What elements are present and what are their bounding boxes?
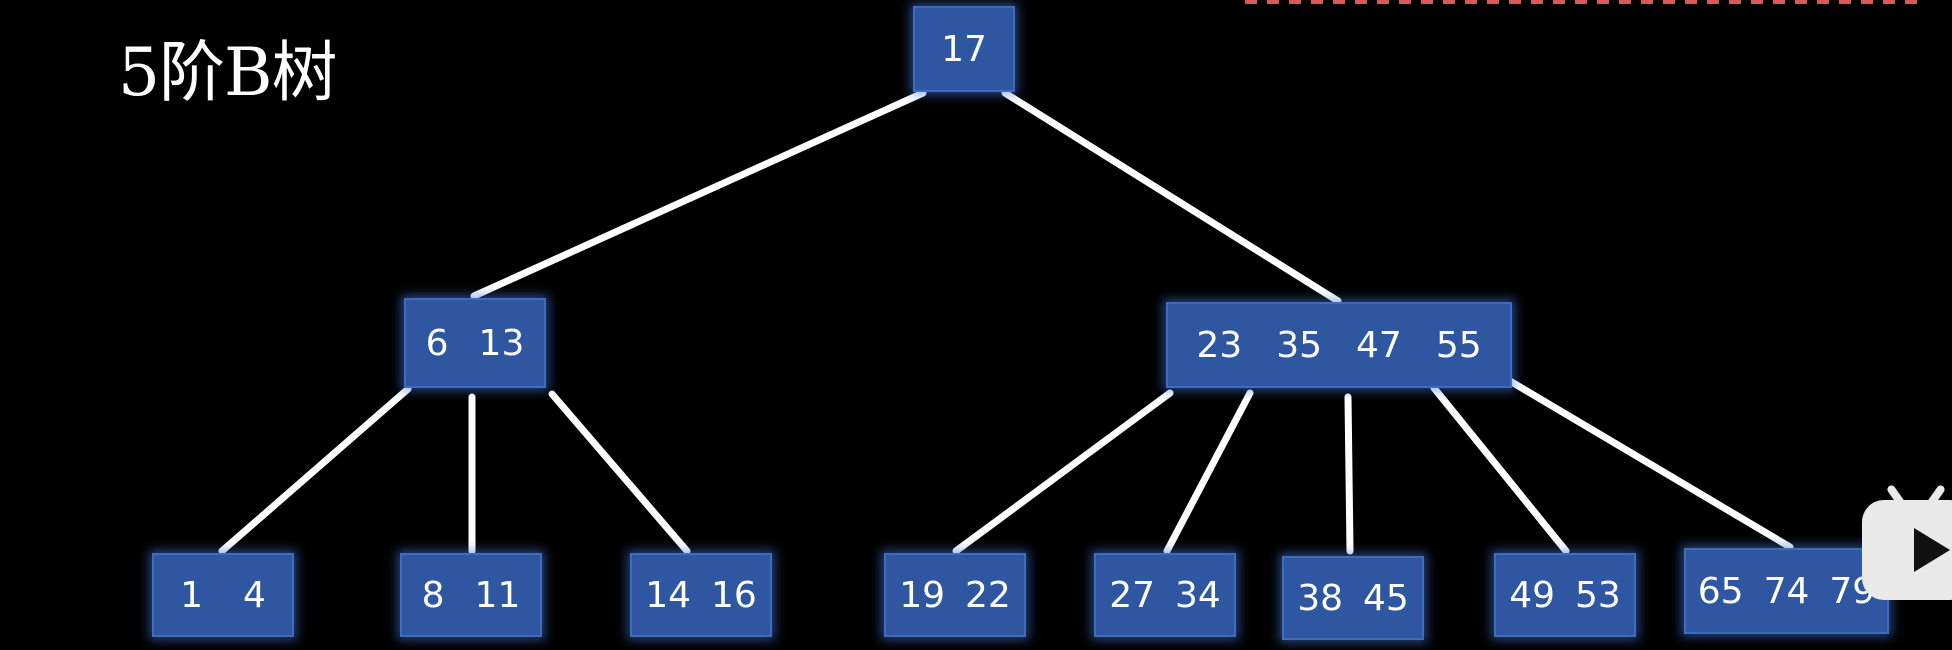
bilibili-play-icon[interactable] <box>1862 483 1952 600</box>
edge-6-13-to-1-4 <box>218 385 412 555</box>
node-key: 34 <box>1175 574 1221 616</box>
edge-23-55-to-65-79 <box>1506 377 1794 551</box>
node-key: 74 <box>1763 570 1810 612</box>
node-key: 14 <box>645 574 691 616</box>
node-key: 1 <box>180 574 203 616</box>
leaf-node-8-11: 8 11 <box>400 553 542 637</box>
node-key: 6 <box>425 322 449 364</box>
edge-23-55-to-19-22 <box>952 389 1174 555</box>
leaf-node-65-74-79: 65 74 79 <box>1684 548 1889 634</box>
leaf-node-38-45: 38 45 <box>1282 556 1424 640</box>
node-key: 35 <box>1276 324 1322 366</box>
node-key: 13 <box>478 322 525 364</box>
node-key: 17 <box>941 28 987 70</box>
node-key: 16 <box>711 574 757 616</box>
edge-23-55-to-38-45 <box>1344 393 1354 555</box>
node-key: 23 <box>1196 324 1243 366</box>
edge-root-left <box>470 89 927 300</box>
node-key: 22 <box>965 574 1011 616</box>
leaf-node-1-4: 1 4 <box>152 553 294 637</box>
node-key: 27 <box>1109 574 1155 616</box>
root-node-17: 17 <box>913 6 1015 92</box>
edge-23-55-to-27-34 <box>1163 389 1254 555</box>
leaf-node-14-16: 14 16 <box>630 553 772 637</box>
node-key: 65 <box>1697 570 1744 612</box>
leaf-node-19-22: 19 22 <box>884 553 1026 637</box>
node-key: 55 <box>1435 324 1482 366</box>
play-triangle-icon <box>1914 528 1950 572</box>
node-key: 45 <box>1363 577 1409 619</box>
node-key: 47 <box>1356 324 1402 366</box>
node-key: 8 <box>421 574 445 616</box>
edge-root-right <box>1001 89 1342 305</box>
internal-node-23-35-47-55: 23 35 47 55 <box>1166 302 1512 388</box>
node-key: 11 <box>474 574 521 616</box>
node-key: 4 <box>243 574 266 616</box>
top-dashed-line <box>1245 0 1925 4</box>
node-key: 49 <box>1509 574 1555 616</box>
internal-node-6-13: 6 13 <box>404 298 546 388</box>
node-key: 19 <box>899 574 945 616</box>
edge-6-13-to-14-16 <box>548 390 691 555</box>
node-key: 38 <box>1297 577 1343 619</box>
leaf-node-27-34: 27 34 <box>1094 553 1236 637</box>
node-key: 53 <box>1575 574 1621 616</box>
leaf-node-49-53: 49 53 <box>1494 553 1636 637</box>
diagram-title: 5阶B树 <box>118 34 337 111</box>
edge-23-55-to-49-53 <box>1430 384 1570 555</box>
